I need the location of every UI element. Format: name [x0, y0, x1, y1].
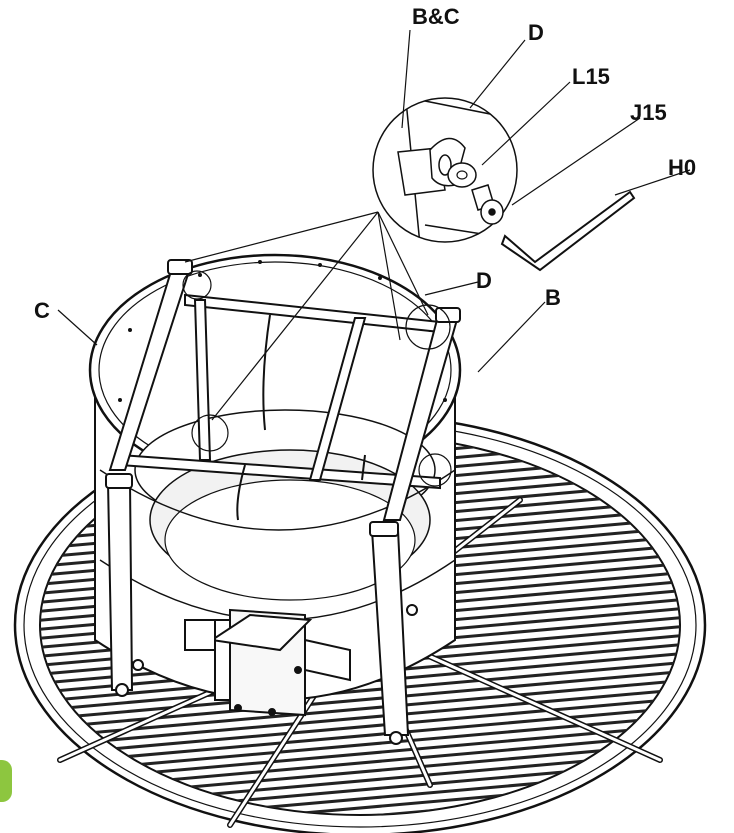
frame-legs: [105, 259, 461, 745]
inner-frame: [119, 293, 441, 521]
grate-bar: [40, 668, 680, 732]
drum-body: [88, 253, 462, 701]
label-d-top: D: [528, 20, 544, 45]
grate-bar: [40, 695, 680, 759]
label-j15: J15: [630, 100, 667, 125]
control-box: [184, 608, 351, 717]
label-h0: H0: [668, 155, 696, 180]
label-d-mid: D: [476, 268, 492, 293]
bolt-location-markers: [182, 270, 452, 487]
washer-l15: [447, 162, 477, 188]
bolt-j15: [471, 184, 504, 225]
hex-key-h0: [500, 190, 636, 272]
label-l15: L15: [572, 64, 610, 89]
grate-bar: [40, 686, 680, 750]
edge-tab: [0, 760, 12, 802]
detail-inset: [372, 97, 636, 272]
label-c: C: [34, 298, 50, 323]
label-b: B: [545, 285, 561, 310]
grate-bar: [40, 659, 680, 723]
grate-bar: [40, 704, 680, 768]
leader-lines: [57, 29, 691, 421]
label-b-and-c: B&C: [412, 4, 460, 29]
